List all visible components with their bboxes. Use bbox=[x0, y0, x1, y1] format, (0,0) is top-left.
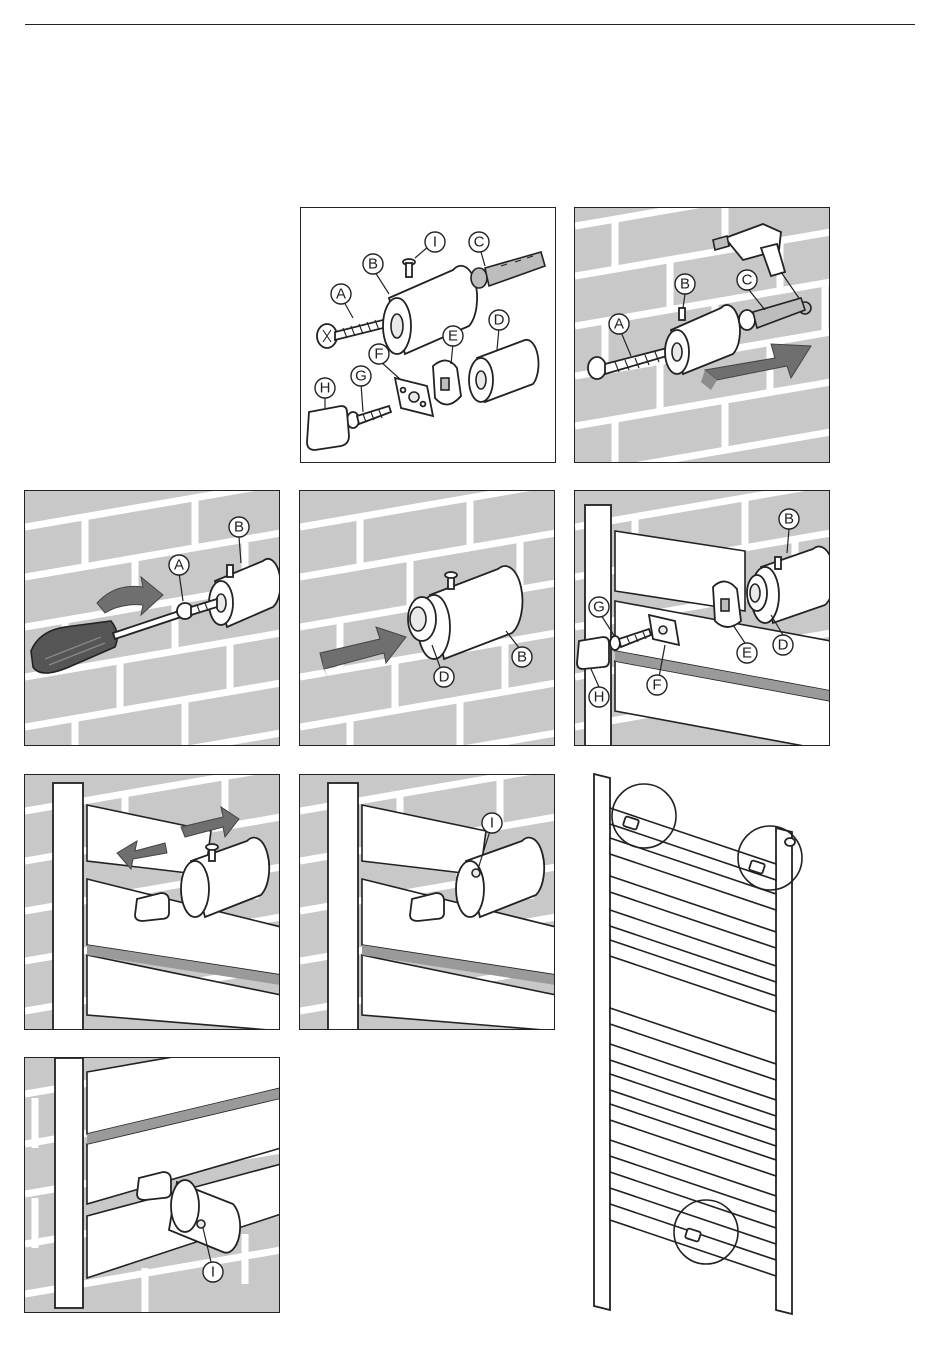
label-c: C bbox=[742, 272, 753, 289]
panel-parts-overview: A B I C D E F G H bbox=[300, 207, 556, 463]
panel-grub-screw: I bbox=[299, 774, 555, 1030]
label-a: A bbox=[614, 316, 624, 333]
panel-assemble-radiator: B D E F G H bbox=[574, 490, 830, 746]
label-b: B bbox=[368, 256, 378, 273]
label-f: F bbox=[374, 346, 383, 363]
radiator-rails-icon bbox=[610, 808, 776, 1276]
radiator-overview bbox=[580, 768, 820, 1318]
label-d: D bbox=[439, 669, 450, 686]
label-a: A bbox=[336, 286, 346, 303]
label-f: F bbox=[652, 677, 661, 694]
panel-slide-rail bbox=[24, 774, 280, 1030]
spacer-e-icon bbox=[713, 581, 741, 627]
label-i: I bbox=[490, 815, 494, 832]
sleeve-b-icon bbox=[383, 266, 477, 354]
top-rule bbox=[25, 24, 915, 25]
cover-h-icon bbox=[577, 637, 609, 669]
cover-h-icon bbox=[307, 406, 349, 450]
label-h: H bbox=[594, 689, 605, 706]
label-h: H bbox=[320, 380, 331, 397]
label-b: B bbox=[784, 511, 794, 528]
grub-screw-i-icon bbox=[403, 259, 415, 277]
screw-g-icon bbox=[347, 406, 391, 428]
label-i: I bbox=[211, 1264, 215, 1281]
label-g: G bbox=[593, 599, 605, 616]
label-d: D bbox=[494, 312, 505, 329]
label-g: G bbox=[355, 368, 367, 385]
panel-push-cap: D B bbox=[299, 490, 555, 746]
panel-drill-wall: A B C bbox=[574, 207, 830, 463]
label-c: C bbox=[474, 234, 485, 251]
label-i: I bbox=[433, 234, 437, 251]
panel-bottom-mount: I bbox=[24, 1057, 280, 1313]
label-b: B bbox=[234, 519, 244, 536]
spacer-e-icon bbox=[433, 360, 461, 404]
panel-screw-tighten: A B bbox=[24, 490, 280, 746]
cap-d-icon bbox=[469, 340, 539, 402]
label-d: D bbox=[778, 637, 789, 654]
label-a: A bbox=[174, 557, 184, 574]
label-b: B bbox=[517, 649, 527, 666]
plate-f-icon bbox=[395, 378, 433, 416]
label-e: E bbox=[448, 328, 458, 345]
label-b: B bbox=[680, 276, 690, 293]
label-e: E bbox=[742, 645, 752, 662]
